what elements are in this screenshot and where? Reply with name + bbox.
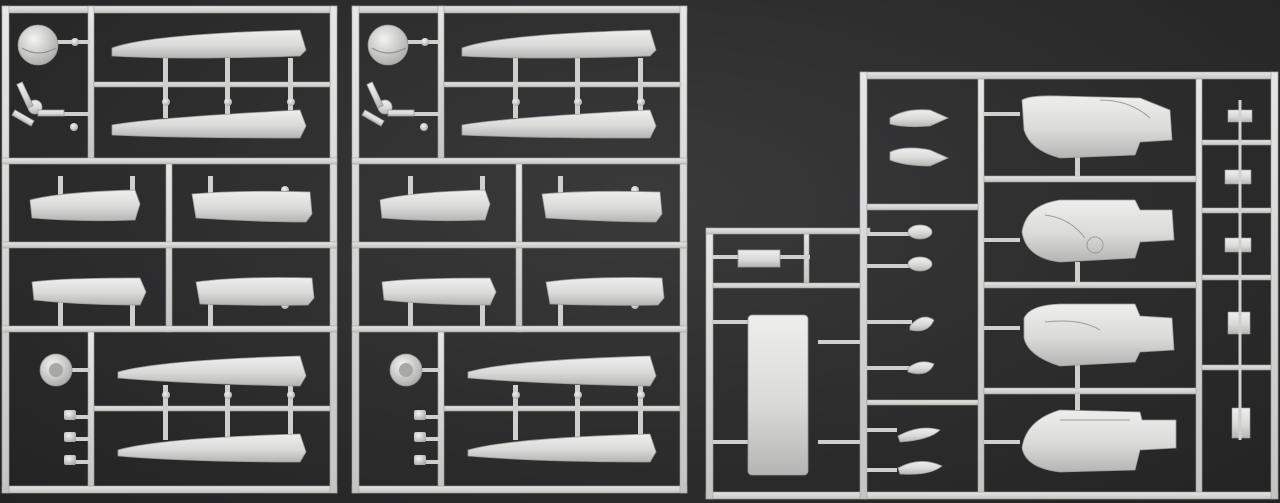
blade-sprue-left [1, 5, 338, 494]
blade-sprue-middle [351, 5, 688, 494]
nacelle-sprue-right [705, 71, 1279, 500]
